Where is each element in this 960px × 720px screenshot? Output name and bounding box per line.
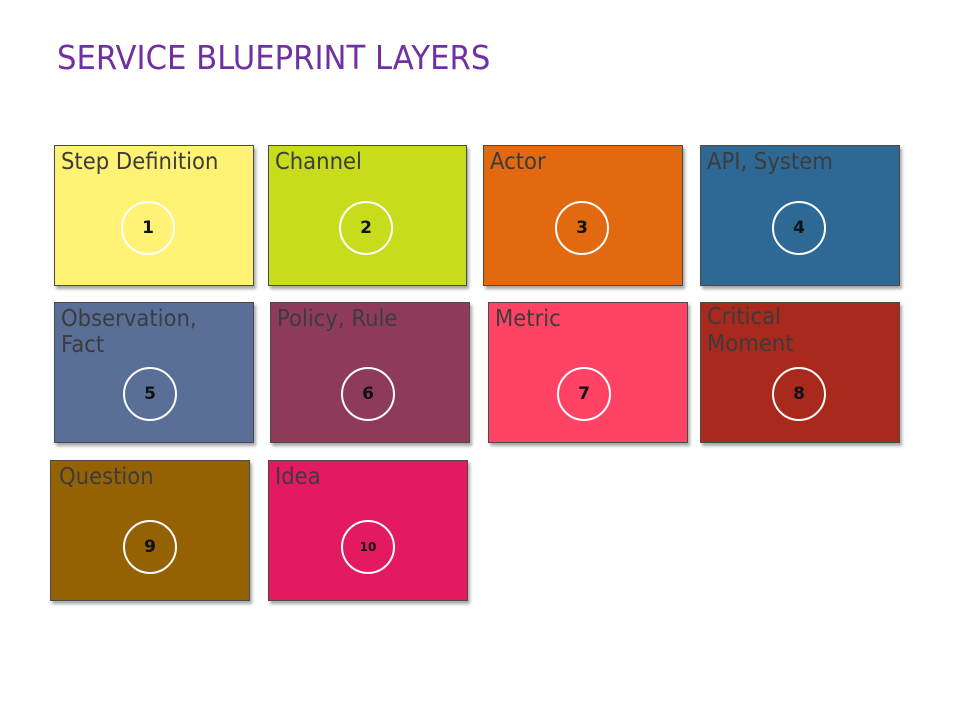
card-label: Question (59, 464, 154, 490)
layer-card-channel: Channel 2 (268, 145, 467, 286)
card-label: Observation, Fact (61, 306, 197, 358)
card-label: API, System (707, 149, 833, 175)
number-badge: 4 (772, 201, 826, 255)
page-title: SERVICE BLUEPRINT LAYERS (57, 38, 491, 77)
card-label: Channel (275, 149, 362, 175)
card-label: Step Definition (61, 149, 219, 175)
card-label: Metric (495, 306, 561, 332)
layer-card-api-system: API, System 4 (700, 145, 900, 286)
number-badge: 7 (557, 367, 611, 421)
number-badge: 8 (772, 367, 826, 421)
number-badge: 1 (121, 201, 175, 255)
layer-card-actor: Actor 3 (483, 145, 683, 286)
number-badge: 10 (341, 520, 395, 574)
number-badge: 2 (339, 201, 393, 255)
card-label: Critical Moment (707, 304, 794, 357)
number-badge: 3 (555, 201, 609, 255)
number-badge: 5 (123, 367, 177, 421)
number-badge: 6 (341, 367, 395, 421)
number-badge: 9 (123, 520, 177, 574)
card-label: Actor (490, 149, 546, 175)
card-label: Policy, Rule (277, 306, 398, 332)
layer-card-policy-rule: Policy, Rule 6 (270, 302, 470, 443)
layer-card-observation-fact: Observation, Fact 5 (54, 302, 254, 443)
layer-card-question: Question 9 (50, 460, 250, 601)
layer-card-critical-moment: Critical Moment 8 (700, 302, 900, 443)
layer-card-metric: Metric 7 (488, 302, 688, 443)
card-label: Idea (275, 464, 321, 490)
layer-card-step-definition: Step Definition 1 (54, 145, 254, 286)
layer-card-idea: Idea 10 (268, 460, 468, 601)
